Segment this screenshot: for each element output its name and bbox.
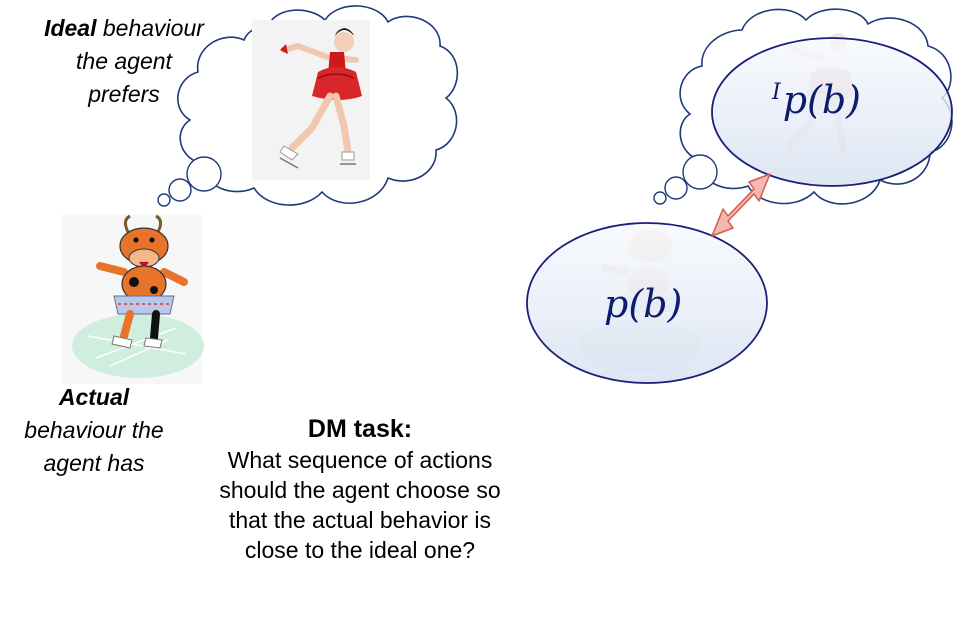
ideal-distribution-formula: Ip(b) <box>772 78 861 122</box>
cow-skater-image <box>62 214 204 384</box>
ideal-distribution-ellipse <box>711 37 953 187</box>
ideal-caption-line3: prefers <box>88 81 160 107</box>
dm-task-line: should the agent choose so <box>219 477 501 503</box>
actual-distribution-ellipse <box>526 222 768 384</box>
actual-keyword: Actual <box>58 384 130 410</box>
ideal-behaviour-caption: Ideal behaviour the agent prefers <box>18 12 230 111</box>
dm-task-line: What sequence of actions <box>227 447 493 473</box>
dm-task-line: that the actual behavior is <box>228 507 492 533</box>
ideal-formula-body: p(b) <box>782 78 862 122</box>
dm-task-heading: DM task: <box>307 415 413 443</box>
actual-caption-line2: behaviour the <box>24 417 164 443</box>
closeness-double-arrow <box>711 173 771 237</box>
ideal-superscript: I <box>772 80 781 105</box>
ideal-keyword: Ideal <box>44 15 97 41</box>
ideal-caption-line2: the agent <box>76 48 172 74</box>
actual-behaviour-caption: Actual behaviour the agent has <box>6 381 182 480</box>
ideal-caption-rest: behaviour <box>96 15 204 41</box>
figure-skater-image <box>252 20 370 180</box>
dm-task-block: DM task: What sequence of actions should… <box>190 413 530 565</box>
dm-task-line: close to the ideal one? <box>244 537 476 563</box>
actual-distribution-formula: p(b) <box>604 282 683 326</box>
actual-caption-line3: agent has <box>43 450 145 476</box>
